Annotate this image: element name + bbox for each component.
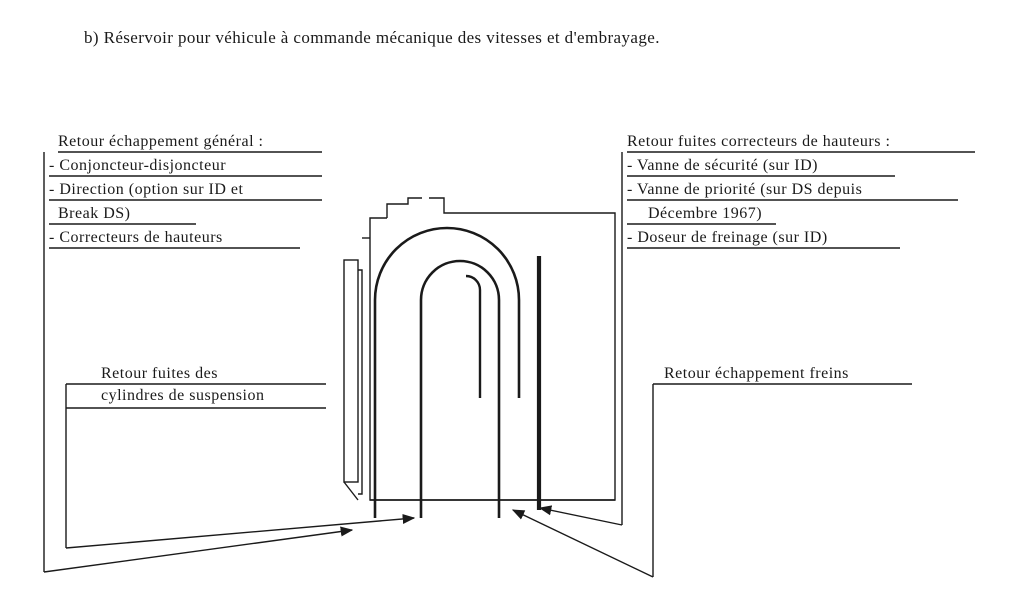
left-item-direction: - Direction (option sur ID et bbox=[49, 181, 244, 198]
left-item-break-ds: Break DS) bbox=[58, 205, 131, 222]
reservoir-body bbox=[343, 197, 616, 501]
return-tube-short bbox=[465, 274, 482, 398]
right-group-leader-lines bbox=[538, 151, 975, 526]
return-tube-inner-arch bbox=[419, 259, 501, 518]
suspension-label-line1: Retour fuites des bbox=[101, 365, 218, 382]
left-group-title: Retour échappement général : bbox=[58, 133, 264, 150]
figure-caption: b) Réservoir pour véhicule à commande mé… bbox=[84, 28, 660, 47]
left-group-leader-lines bbox=[43, 151, 354, 573]
right-item-vanne-securite: - Vanne de sécurité (sur ID) bbox=[627, 157, 818, 174]
left-item-conjoncteur: - Conjoncteur-disjoncteur bbox=[49, 157, 227, 174]
brakes-leader-line bbox=[511, 383, 912, 578]
suspension-leader-line bbox=[65, 383, 416, 549]
right-item-decembre: Décembre 1967) bbox=[648, 205, 763, 222]
brakes-label: Retour échappement freins bbox=[664, 365, 849, 382]
left-item-correcteurs: - Correcteurs de hauteurs bbox=[49, 229, 223, 246]
right-item-vanne-priorite: - Vanne de priorité (sur DS depuis bbox=[627, 181, 863, 198]
right-group-title: Retour fuites correcteurs de hauteurs : bbox=[627, 133, 891, 150]
return-tube-outer-arch bbox=[373, 226, 521, 518]
suspension-label-line2: cylindres de suspension bbox=[101, 387, 265, 404]
right-item-doseur: - Doseur de freinage (sur ID) bbox=[627, 229, 828, 246]
